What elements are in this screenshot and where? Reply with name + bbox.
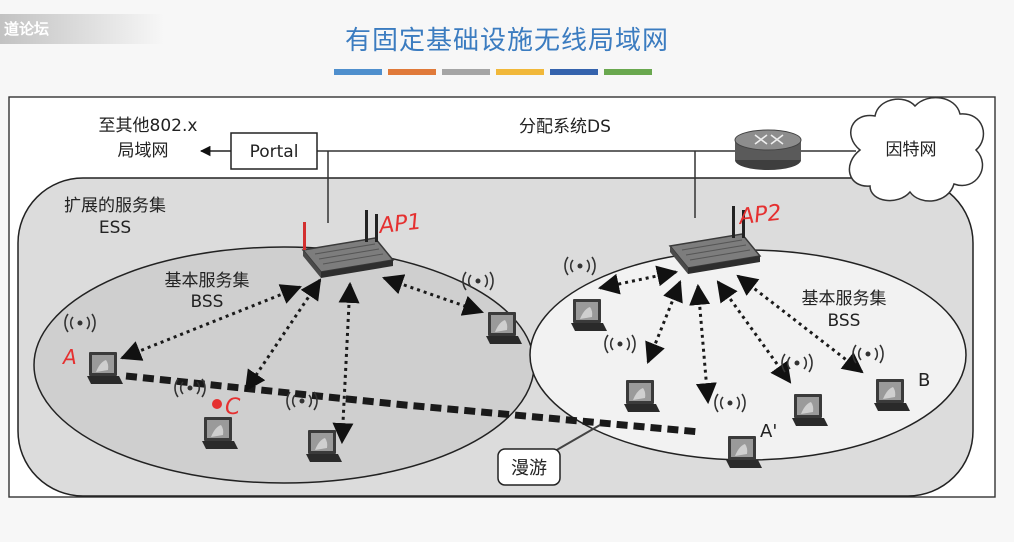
page-title: 有固定基础设施无线局域网 xyxy=(344,26,669,56)
gateway-router-icon xyxy=(734,129,802,170)
ds-label: 分配系统DS xyxy=(519,117,611,137)
ap1-red-antenna xyxy=(303,222,306,250)
station-a-handwritten-label: A xyxy=(61,345,77,369)
portal-label: Portal xyxy=(250,142,299,162)
station-c-red-mark xyxy=(212,399,222,409)
station-b-label: B xyxy=(918,370,930,391)
ap2-handwritten-label: AP2 xyxy=(736,201,783,230)
roaming-path xyxy=(125,372,701,436)
ess-label-line1: 扩展的服务集 xyxy=(64,196,166,216)
title-color-segment xyxy=(442,69,490,75)
title-color-bar xyxy=(334,69,652,75)
ess-label-line2: ESS xyxy=(99,218,131,238)
internet-cloud-icon xyxy=(848,96,985,202)
bss-right-label-line2: BSS xyxy=(828,311,861,331)
title-color-segment xyxy=(604,69,652,75)
station-a-prime-label: A' xyxy=(760,421,777,442)
bss-right-label-line1: 基本服务集 xyxy=(802,289,887,309)
station-c-handwritten-label: C xyxy=(225,395,241,420)
bss-left-label-line2: BSS xyxy=(191,292,224,312)
title-color-segment xyxy=(388,69,436,75)
internet-label: 因特网 xyxy=(886,140,937,160)
to-other-lan-line1: 至其他802.x xyxy=(99,116,198,136)
ap1-handwritten-label: AP1 xyxy=(376,210,423,239)
title-color-segment xyxy=(334,69,382,75)
roaming-label: 漫游 xyxy=(511,458,547,479)
portal-box xyxy=(230,132,318,170)
title-color-segment xyxy=(496,69,544,75)
ap2-links xyxy=(597,265,864,405)
bss-left-label-line1: 基本服务集 xyxy=(165,271,250,291)
ap1-links xyxy=(120,274,484,445)
roaming-box xyxy=(497,448,561,486)
to-other-lan-line2: 局域网 xyxy=(118,141,169,161)
watermark: 道论坛 xyxy=(0,14,164,44)
title-color-segment xyxy=(550,69,598,75)
